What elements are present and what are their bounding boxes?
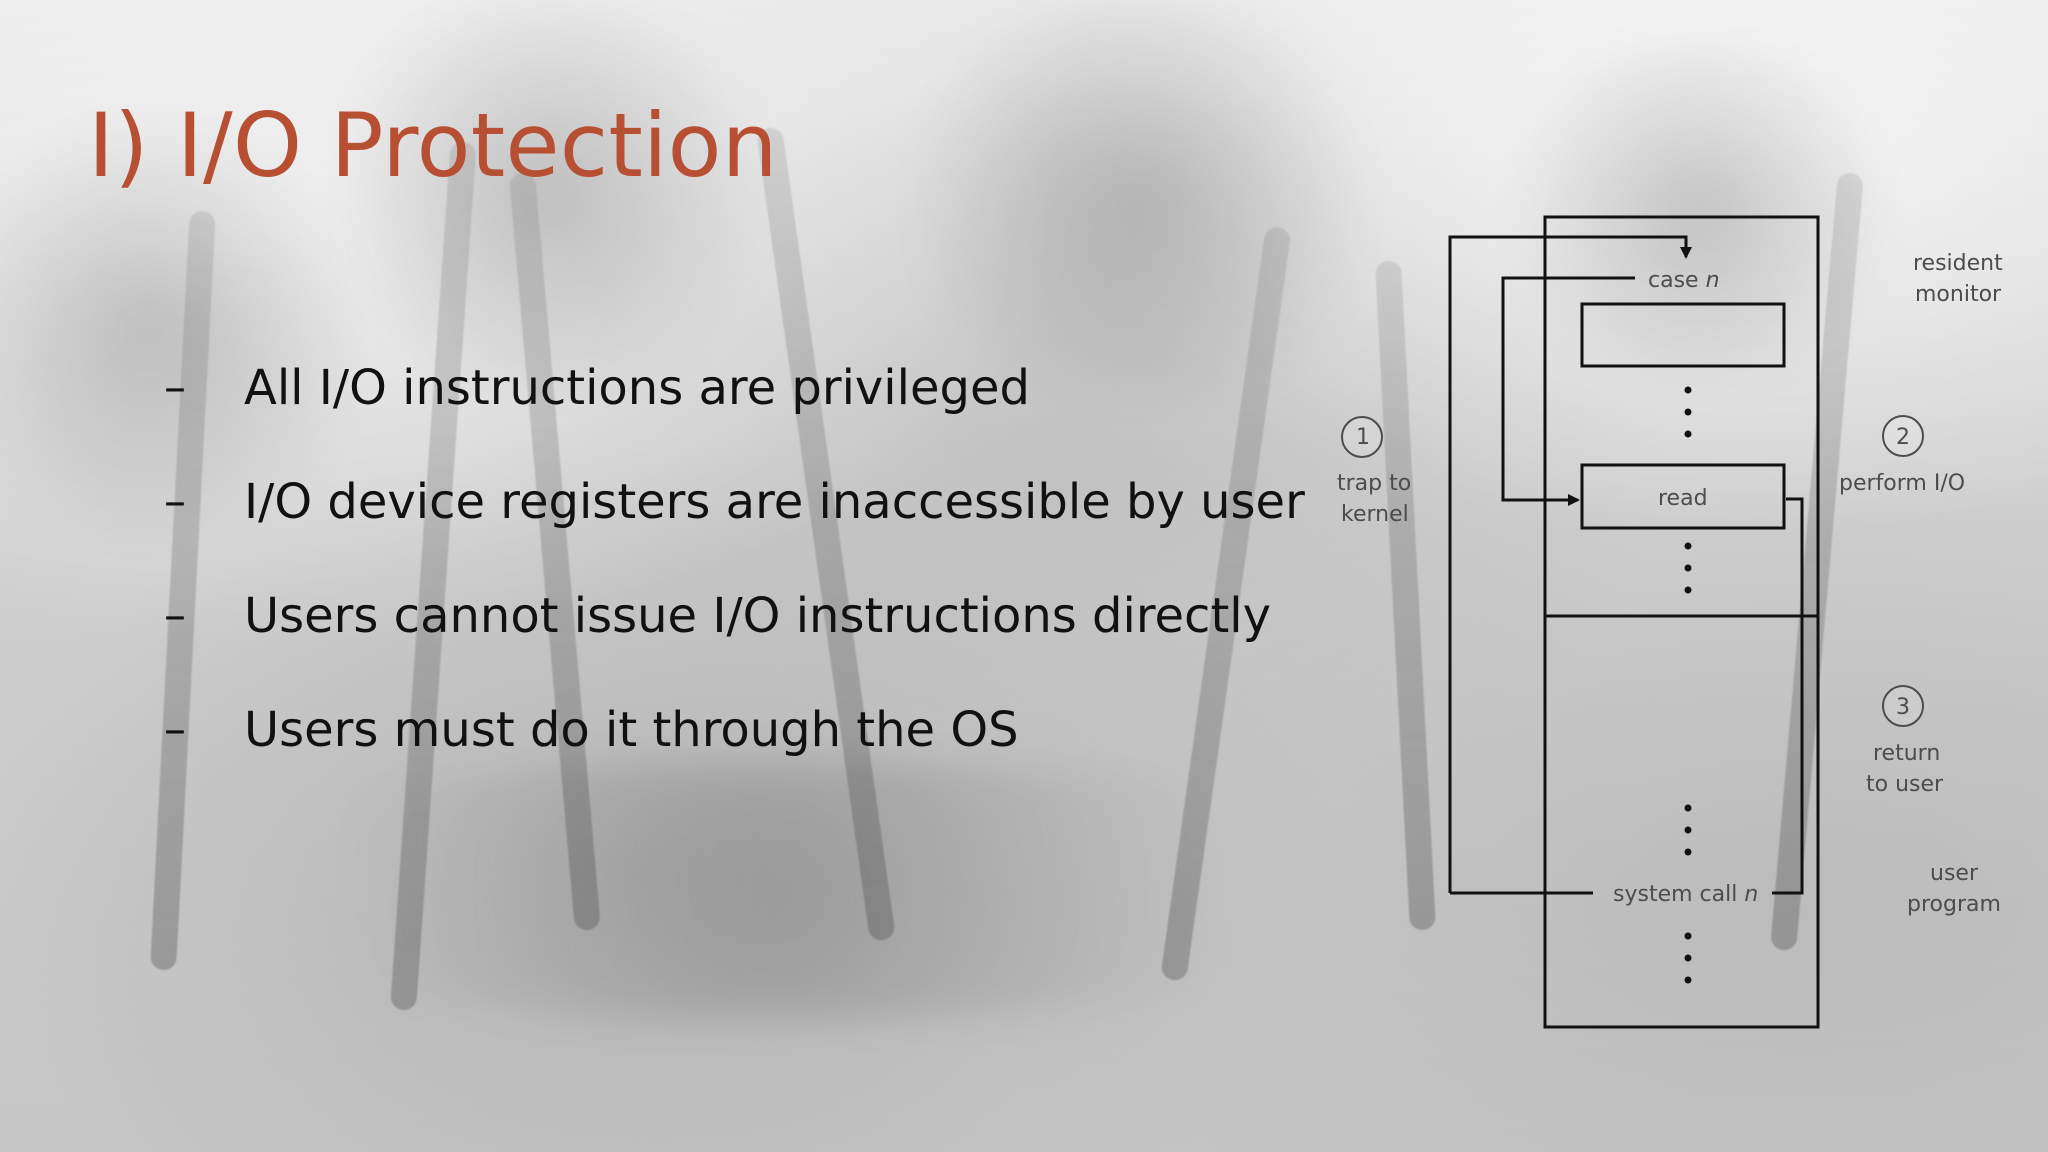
read-instruction-box: [1580, 463, 1786, 530]
bullet-dash: –: [164, 704, 186, 755]
bullet-item: – All I/O instructions are privileged: [164, 331, 1284, 445]
return-to-user-path: [1772, 497, 1804, 895]
case-to-read-arrow: [1501, 276, 1635, 506]
ellipsis-dot: [1684, 386, 1692, 394]
bullet-dash: –: [164, 476, 186, 527]
ellipsis-dot: [1684, 430, 1692, 438]
ellipsis-dot: [1684, 586, 1692, 594]
system-call-label: system call n: [1613, 882, 1758, 907]
ellipsis-dot: [1684, 848, 1692, 856]
bullet-list: – All I/O instructions are privileged – …: [164, 331, 1305, 787]
background-foliage-left: [0, 120, 380, 540]
system-call-label-prefix: system call: [1613, 882, 1744, 907]
step-1-number: 1: [1356, 425, 1370, 450]
step-2-circle: [1882, 415, 1924, 457]
bullet-item: – Users cannot issue I/O instructions di…: [164, 559, 1284, 673]
read-label: read: [1658, 486, 1708, 511]
case-label-prefix: case: [1648, 268, 1706, 293]
step-1-circle: [1341, 416, 1383, 458]
monitor-instruction-box: [1580, 302, 1786, 368]
trap-arrow-path: [1448, 235, 1692, 893]
memory-stack-outline: [1543, 215, 1820, 1029]
bullet-dash: –: [164, 362, 186, 413]
bullet-dash: –: [164, 590, 186, 641]
user-program-line-2: program: [1907, 892, 2001, 917]
case-label-variable: n: [1706, 268, 1720, 293]
step-2-number: 2: [1896, 425, 1910, 450]
step-1-line-2: kernel: [1341, 502, 1409, 527]
ellipsis-dot: [1684, 932, 1692, 940]
ellipsis-dot: [1684, 564, 1692, 572]
bullet-item: – I/O device registers are inaccessible …: [164, 445, 1305, 559]
ellipsis-dot: [1684, 826, 1692, 834]
bullet-item: – Users must do it through the OS: [164, 673, 1284, 787]
step-3-line-1: return: [1873, 741, 1940, 766]
ellipsis-dot: [1684, 976, 1692, 984]
step-3-line-2: to user: [1866, 772, 1944, 797]
diagram-svg: case n read system call n 1 trap to kern…: [1337, 215, 2003, 1029]
ellipsis-dot: [1684, 408, 1692, 416]
case-label: case n: [1648, 268, 1720, 293]
user-program-line-1: user: [1930, 861, 1979, 886]
io-protection-diagram: case n read system call n 1 trap to kern…: [1310, 200, 2030, 1060]
background-foliage-center: [310, 0, 790, 390]
background-ground-shadow: [180, 760, 1380, 1020]
ellipsis-dot: [1684, 954, 1692, 962]
ellipsis-dot: [1684, 542, 1692, 550]
step-2-line-1: perform I/O: [1839, 471, 1965, 496]
step-3-number: 3: [1896, 695, 1910, 720]
background-foliage-right: [880, 0, 1400, 400]
bullet-text: All I/O instructions are privileged: [244, 360, 1030, 416]
bullet-text: Users cannot issue I/O instructions dire…: [244, 588, 1272, 644]
resident-monitor-line-2: monitor: [1915, 282, 2002, 307]
background-foliage-far-right: [1490, 40, 1910, 380]
step-1-line-1: trap to: [1337, 471, 1411, 496]
resident-monitor-line-1: resident: [1913, 251, 2003, 276]
step-3-circle: [1882, 685, 1924, 727]
ellipsis-dot: [1684, 804, 1692, 812]
slide-title: I) I/O Protection: [88, 94, 778, 197]
system-call-label-variable: n: [1744, 882, 1758, 907]
bullet-text: I/O device registers are inaccessible by…: [244, 474, 1305, 530]
bullet-text: Users must do it through the OS: [244, 702, 1019, 758]
